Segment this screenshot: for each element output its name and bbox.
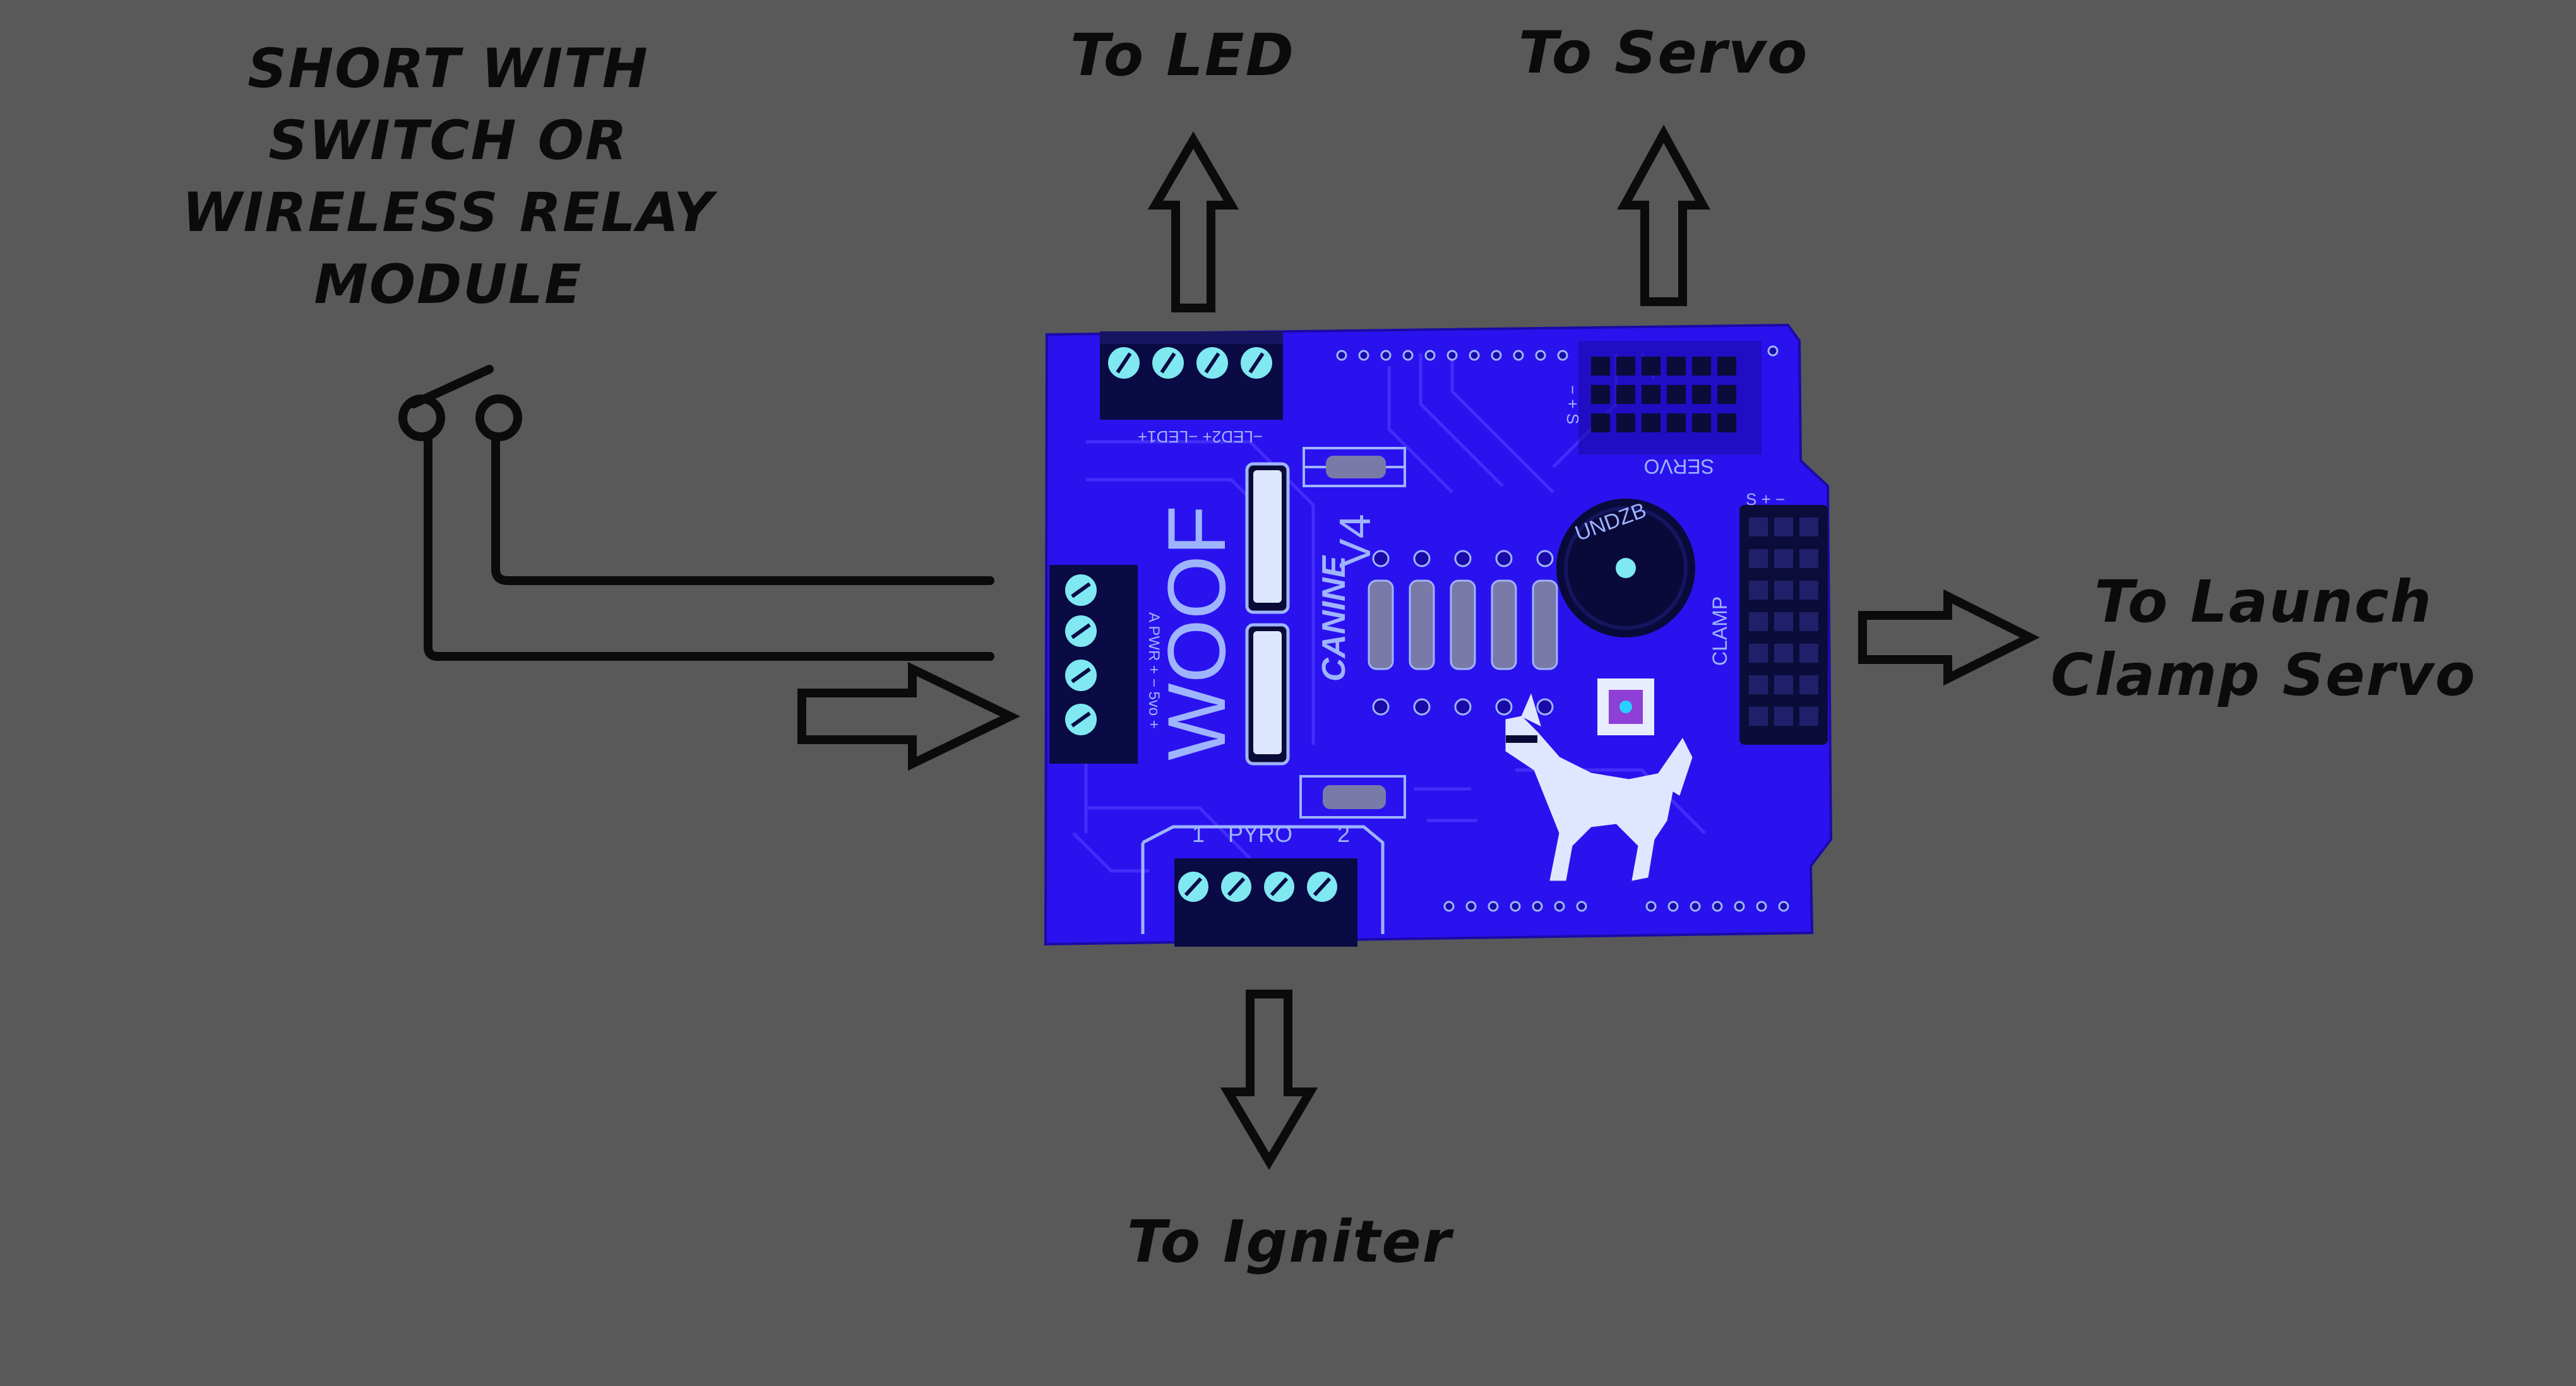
rgb-led (1597, 678, 1654, 735)
to-clamp-label: To Launch Clamp Servo (2049, 566, 2478, 712)
to-led-label: To LED (1070, 19, 1295, 92)
version-label: V4 (1330, 514, 1380, 568)
clamp-label-line-2: Clamp Servo (2049, 639, 2478, 712)
switch-label-line-3: WIRELESS RELAY (133, 177, 764, 249)
switch-instruction-label: SHORT WITH SWITCH OR WIRELESS RELAY MODU… (133, 33, 764, 321)
pyro-2-label: 2 (1337, 821, 1350, 847)
arrow-power-in (802, 669, 1010, 764)
canine-brand-label: CANINE (1316, 555, 1352, 682)
pyro-label: PYRO (1228, 821, 1292, 847)
arrow-to-led (1155, 140, 1231, 308)
pyro-1-label: 1 (1192, 821, 1205, 847)
switch-label-line-4: MODULE (133, 249, 764, 321)
buzzer: UNDZB (1556, 498, 1695, 637)
arrow-to-servo (1625, 134, 1703, 302)
pcb-board: −LED2+ −LED1+ A PWR + − 5vo + (1046, 325, 1831, 947)
arrow-to-clamp (1863, 596, 2030, 678)
switch-label-line-2: SWITCH OR (133, 105, 764, 177)
to-igniter-label: To Igniter (1127, 1205, 1452, 1279)
servo-silk-label: SERVO (1644, 455, 1714, 478)
arrow-to-igniter (1228, 994, 1310, 1161)
woof-logo: WOOF (1150, 506, 1243, 761)
servo-pins-label: − + S (1563, 385, 1582, 424)
switch-symbol (403, 369, 990, 656)
switch-label-line-1: SHORT WITH (133, 33, 764, 105)
clamp-silk-label: CLAMP (1708, 596, 1731, 666)
clamp-pins-label: S + − (1746, 490, 1785, 509)
to-servo-label: To Servo (1518, 16, 1808, 90)
clamp-label-line-1: To Launch (2049, 566, 2478, 639)
led-pins-label: −LED2+ −LED1+ (1138, 427, 1263, 446)
